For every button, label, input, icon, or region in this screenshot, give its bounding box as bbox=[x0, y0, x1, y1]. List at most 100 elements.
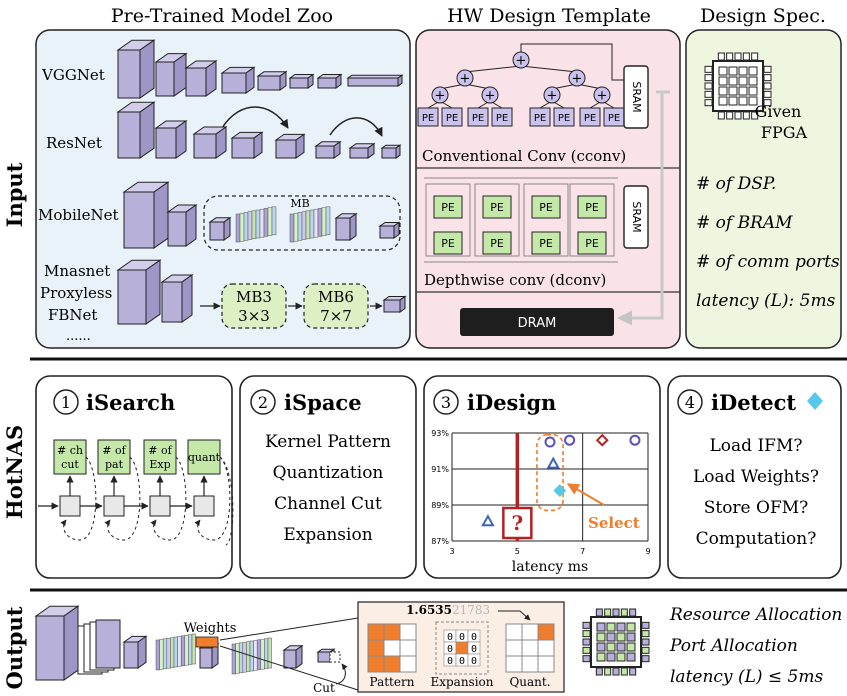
svg-text:0: 0 bbox=[459, 632, 465, 643]
mobilenet-label: MobileNet bbox=[38, 206, 119, 224]
resnet-diagram bbox=[116, 101, 402, 159]
isearch-cell-4 bbox=[193, 495, 215, 517]
svg-text:pat: pat bbox=[105, 458, 124, 471]
nas-layer-end bbox=[382, 295, 407, 313]
row-label-hotnas: HotNAS bbox=[2, 425, 27, 519]
dconv-pe-2-2: PE bbox=[482, 231, 512, 255]
output-layer-2-stack bbox=[77, 619, 121, 675]
cconv-pe-4: PE bbox=[491, 107, 513, 127]
resnet-layer-3 bbox=[192, 126, 228, 159]
nas-label-1: Mnasnet bbox=[44, 262, 110, 280]
result-port-allocation: Port Allocation bbox=[669, 636, 798, 656]
isearch-number-circle bbox=[53, 389, 79, 415]
vgg-layer-1 bbox=[116, 39, 156, 99]
isearch-cell-3 bbox=[149, 495, 171, 517]
svg-text:quant: quant bbox=[188, 451, 221, 464]
design-spec-header: Design Spec. bbox=[700, 5, 826, 27]
output-layer-1 bbox=[34, 605, 80, 681]
pattern-grid bbox=[367, 623, 417, 673]
nas-layer-1 bbox=[116, 259, 162, 325]
chart-x-tick: 7 bbox=[580, 547, 585, 556]
ispace-title: iSpace bbox=[284, 390, 362, 415]
svg-text:PE: PE bbox=[585, 237, 599, 250]
ispace-item-channel-cut: Channel Cut bbox=[274, 494, 382, 514]
ispace-item-expansion: Expansion bbox=[283, 525, 372, 545]
resnet-layer-6 bbox=[314, 140, 342, 159]
cconv-pe-2: PE bbox=[441, 107, 463, 127]
dconv-pe-3-1: PE bbox=[531, 195, 561, 219]
fpga-chip-icon bbox=[704, 52, 772, 120]
svg-text:0: 0 bbox=[447, 656, 453, 667]
vgg-layer-7 bbox=[316, 73, 343, 89]
cut-arrow bbox=[335, 663, 348, 685]
spec-dsp: # of DSP. bbox=[696, 174, 776, 194]
nas-label-dots: ...... bbox=[66, 329, 91, 344]
svg-text:+: + bbox=[597, 89, 608, 104]
svg-text:+: + bbox=[435, 89, 446, 104]
ispace-item-kernel-pattern: Kernel Pattern bbox=[265, 432, 391, 452]
isearch-cell-2 bbox=[103, 495, 125, 517]
svg-text:PE: PE bbox=[539, 237, 553, 250]
idetect-diamond-icon bbox=[807, 392, 823, 410]
cconv-adder-l1-3: + bbox=[543, 86, 561, 104]
resnet-layer-8 bbox=[380, 144, 402, 159]
svg-text:PE: PE bbox=[472, 113, 484, 124]
idetect-item-computation: Computation? bbox=[696, 529, 817, 549]
dram-label: DRAM bbox=[518, 316, 557, 331]
svg-text:PE: PE bbox=[441, 201, 455, 214]
mobilenet-layer-1 bbox=[122, 181, 170, 249]
vgg-layer-4 bbox=[220, 66, 256, 94]
nas-layer-2 bbox=[160, 274, 194, 323]
chart-point-circle-2-2 bbox=[564, 434, 576, 446]
weights-link-bottom bbox=[219, 645, 359, 691]
spec-latency: latency (L): 5ms bbox=[696, 291, 836, 311]
pattern-caption: Pattern bbox=[370, 675, 415, 689]
cconv-adder-l2-1: + bbox=[456, 69, 474, 87]
svg-text:+: + bbox=[547, 89, 558, 104]
resnet-layer-2 bbox=[154, 120, 188, 159]
svg-text:PE: PE bbox=[496, 113, 508, 124]
chart-x-tick: 3 bbox=[449, 547, 454, 556]
model-zoo-header: Pre-Trained Model Zoo bbox=[111, 5, 333, 27]
cconv-pe-3: PE bbox=[467, 107, 489, 127]
resnet-layer-7 bbox=[348, 142, 376, 159]
expansion-caption: Expansion bbox=[430, 675, 493, 689]
svg-text:PE: PE bbox=[608, 113, 620, 124]
idesign-number-circle bbox=[433, 389, 459, 415]
idesign-title: iDesign bbox=[467, 390, 556, 415]
svg-text:0: 0 bbox=[471, 644, 477, 655]
unknown-design-box: ? bbox=[502, 506, 533, 540]
select-region bbox=[536, 433, 564, 512]
output-layer-3 bbox=[122, 635, 148, 669]
nas-net-diagram: MB3 3×3 MB6 7×7 bbox=[116, 259, 407, 329]
spec-comm-ports: # of comm ports bbox=[696, 252, 840, 272]
isearch-title: iSearch bbox=[86, 390, 175, 415]
svg-text:0: 0 bbox=[447, 632, 453, 643]
svg-text:+: + bbox=[460, 72, 471, 87]
idetect-number-circle bbox=[677, 389, 703, 415]
mobilenet-layer-end bbox=[378, 221, 401, 239]
svg-text:PE: PE bbox=[558, 113, 570, 124]
svg-text:# of: # of bbox=[148, 444, 172, 457]
ispace-panel: 2 iSpace Kernel Pattern Quantization Cha… bbox=[239, 375, 417, 579]
vggnet-label: VGGNet bbox=[41, 66, 105, 84]
output-expansion-block-1 bbox=[155, 633, 196, 671]
idetect-title: iDetect bbox=[711, 390, 796, 415]
cconv-pe-1: PE bbox=[417, 107, 439, 127]
ispace-number-circle bbox=[250, 389, 276, 415]
sram-label-dconv: SRAM bbox=[630, 201, 643, 232]
svg-text:?: ? bbox=[511, 511, 523, 535]
svg-text:# of: # of bbox=[102, 444, 126, 457]
chart-x-tick: 9 bbox=[645, 547, 650, 556]
given-fpga-label-1: Given bbox=[755, 102, 802, 121]
vgg-fc-layer bbox=[346, 74, 404, 87]
quant-caption: Quant. bbox=[509, 675, 550, 689]
svg-text:Exp: Exp bbox=[149, 458, 170, 471]
weights-label: Weights bbox=[184, 621, 237, 636]
dconv-pe-1-2: PE bbox=[433, 231, 463, 255]
